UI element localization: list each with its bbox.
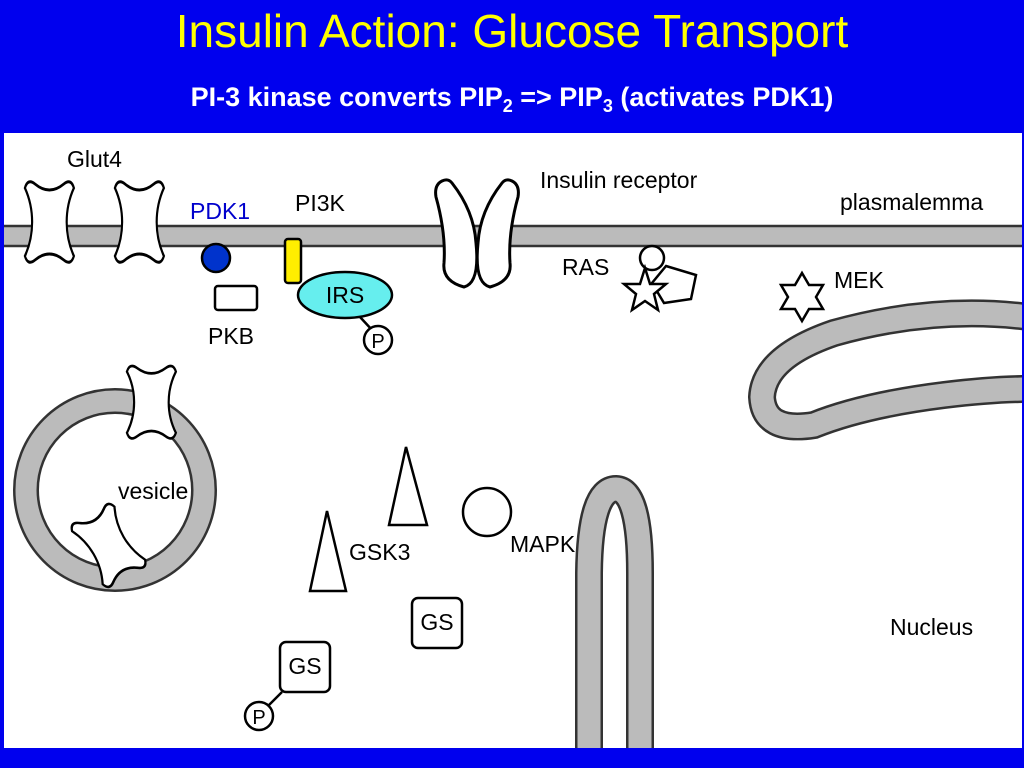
pdk1-label: PDK1 <box>190 198 250 224</box>
glut4-label: Glut4 <box>67 146 122 172</box>
glut4-transporter-1-icon <box>23 180 76 264</box>
vesicle-label: vesicle <box>118 478 188 504</box>
glut4-vesicle-top-icon <box>125 364 178 440</box>
gs-phosphate-icon <box>243 700 275 732</box>
pi3k-label: PI3K <box>295 190 346 216</box>
insulin-receptor-left-icon <box>434 178 479 289</box>
slide-title: Insulin Action: Glucose Transport <box>175 5 849 57</box>
irs-icon <box>296 270 394 320</box>
gsk3-label: GSK3 <box>349 539 410 565</box>
irs-label: IRS <box>326 282 364 308</box>
mapk-icon <box>461 486 513 538</box>
gs-box-2-icon <box>278 640 332 694</box>
gsk3-triangle-1-icon <box>387 446 429 527</box>
gs-phosphate-label: P <box>252 707 265 729</box>
pkb-label: PKB <box>208 323 254 349</box>
slide-subtitle: PI-3 kinase converts PIP2 => PIP3 (activ… <box>0 75 1024 119</box>
gsk3-triangle-2-icon <box>308 510 348 593</box>
irs-phosphate-icon <box>362 324 394 356</box>
glut4-transporter-2-icon <box>113 180 166 264</box>
diagram-canvas: Glut4 PDK1 PI3K Insulin receptor plasmal… <box>4 133 1022 748</box>
gs-box-1-icon <box>410 596 464 650</box>
gs-box-1-label: GS <box>420 609 453 635</box>
nucleus-label: Nucleus <box>890 614 973 640</box>
pdk1-icon <box>200 242 232 274</box>
insulin-receptor-right-icon <box>475 178 520 289</box>
mapk-label: MAPK <box>510 531 576 557</box>
irs-phosphate-label: P <box>371 331 384 353</box>
ras-label: RAS <box>562 254 609 280</box>
nucleus-lower-membrane <box>577 477 652 748</box>
subtitle-middle: => PIP <box>512 82 603 112</box>
mek-icon <box>778 270 826 324</box>
plasma-membrane <box>4 224 1022 248</box>
subtitle-subscript-2: 2 <box>502 96 513 116</box>
ras-pentagon-icon <box>650 264 698 305</box>
subtitle-prefix: PI-3 kinase converts PIP <box>190 82 503 112</box>
plasmalemma-label: plasmalemma <box>840 189 983 215</box>
ras-circle-icon <box>638 244 666 272</box>
ras-star-icon <box>620 263 670 313</box>
pi3k-icon <box>283 237 303 285</box>
insulin-receptor-label: Insulin receptor <box>540 167 698 193</box>
mek-label: MEK <box>834 267 885 293</box>
cell-diagram: Glut4 PDK1 PI3K Insulin receptor plasmal… <box>4 146 1022 748</box>
gs-phospho-link <box>266 691 283 708</box>
subtitle-subscript-3: 3 <box>602 96 613 116</box>
subtitle-suffix: (activates PDK1) <box>612 82 834 112</box>
slide-header: Insulin Action: Glucose Transport PI-3 k… <box>0 0 1024 133</box>
pkb-icon <box>213 284 259 312</box>
nucleus-upper-membrane <box>750 301 1022 438</box>
gs-box-2-label: GS <box>288 653 321 679</box>
